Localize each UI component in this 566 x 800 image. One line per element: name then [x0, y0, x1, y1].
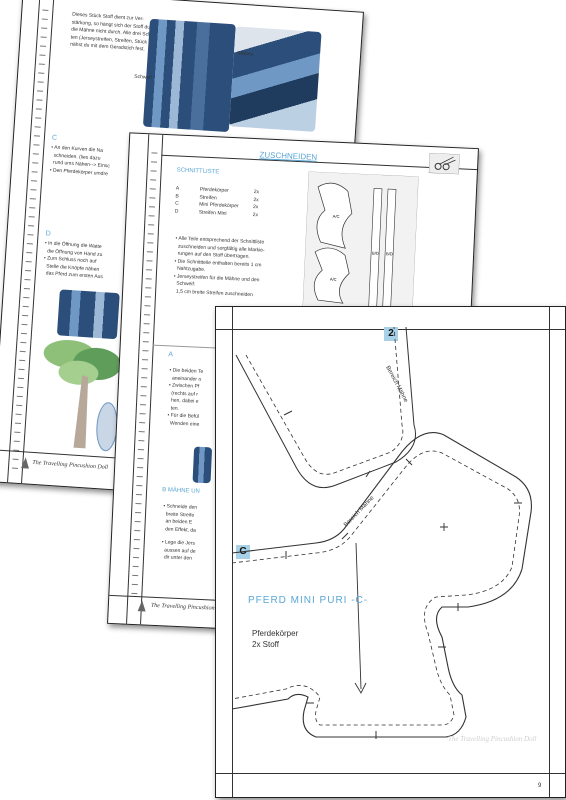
pattern-piece-name: Pferdekörper — [252, 629, 299, 638]
footer-text: The Travelling Pincushion — [150, 602, 215, 612]
section-d-heading: D — [45, 230, 51, 238]
page-number: 9 — [538, 783, 542, 789]
pattern-title: PFERD MINI PURI -C- — [248, 595, 369, 606]
section-c-heading: C — [51, 134, 58, 142]
bullets-d: • In die Öffnung die Watte die Öffnung v… — [43, 240, 104, 281]
diagram-label-ac: A/C — [333, 214, 340, 219]
label-bereich-maehne-mid: Bereich Mähne — [343, 495, 376, 529]
instruction-bullets: • Alle Teile entsprechend der Schnittlis… — [173, 235, 265, 298]
photo-small-horse — [192, 446, 213, 484]
section-b-heading: B MÄHNE UN — [162, 487, 200, 495]
label-maehne: Mähne — [237, 50, 254, 58]
scissors-icon — [428, 152, 460, 175]
cutlist-heading: SCHNITTLISTE — [176, 167, 220, 176]
label-schweif: Schweif — [133, 73, 152, 81]
footer-logo-icon — [21, 457, 29, 469]
diagram-label-bd: B/D — [386, 251, 393, 256]
footer-text: The Travelling Pincushion Doll — [32, 459, 109, 471]
watermark: The Travelling Pincushion Doll — [448, 735, 537, 743]
page-marker-2: 2 — [384, 327, 398, 341]
tree-illustration — [43, 340, 122, 452]
label-bereich-maehne-top: Bereich Mähne — [384, 365, 409, 404]
photo-horse-mane — [229, 26, 322, 132]
diagram-label-bd: B/D — [372, 250, 379, 255]
diagram-label-ac: A/C — [330, 277, 337, 282]
pattern-piece-horse-body: Bereich Mähne Bereich Mähne — [231, 326, 532, 739]
document-page-1: Dieses Stück Stoff dient zur Ver-stärkun… — [0, 0, 364, 505]
document-page-3-pattern: 2 C Bereich Mähne Bereich Mähne PFERD MI… — [215, 306, 566, 798]
footer-logo-icon — [137, 600, 146, 612]
photo-horse-tail — [142, 18, 236, 133]
cutting-layout-diagram: A/C A/C B/D B/D — [302, 171, 419, 317]
pattern-piece-qty: 2x Stoff — [252, 640, 279, 649]
section-a-heading: A — [168, 351, 174, 359]
